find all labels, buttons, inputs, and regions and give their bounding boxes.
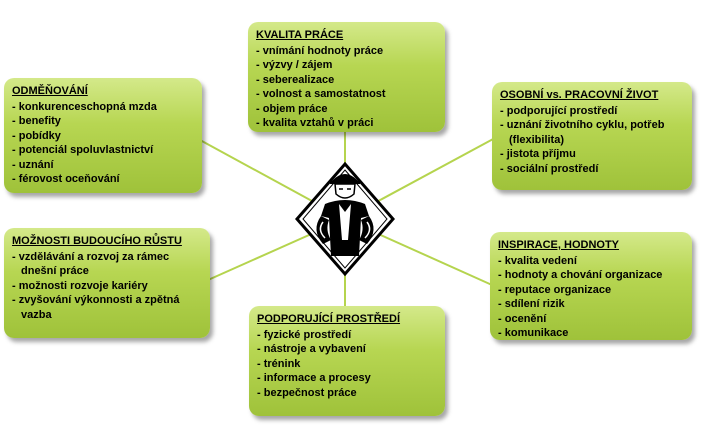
list-item: komunikace (498, 326, 684, 341)
list-item: výzvy / zájem (256, 58, 437, 73)
list-item: jistota příjmu (500, 147, 684, 162)
list-item: nástroje a vybavení (257, 342, 437, 357)
list-item: sociální prostředí (500, 162, 684, 177)
box-title: OSOBNÍ vs. PRACOVNÍ ŽIVOT (500, 89, 659, 101)
list-item: trénink (257, 357, 437, 372)
list-item: bezpečnost práce (257, 386, 437, 401)
list-item: fyzické prostředí (257, 328, 437, 343)
box-item-list: podporující prostředíuznání životního cy… (500, 104, 684, 177)
worker-icon (295, 161, 395, 277)
list-item: sdílení rizik (498, 297, 684, 312)
list-item: konkurenceschopná mzda (12, 100, 194, 115)
box-odmenovani: ODMĚŇOVÁNÍ konkurenceschopná mzdabenefit… (4, 78, 202, 193)
list-item: zvyšování výkonnosti a zpětná vazba (12, 293, 202, 322)
list-item: vzdělávání a rozvoj za rámec dnešní prác… (12, 250, 202, 279)
box-inspirace-hodnoty: INSPIRACE, HODNOTY kvalita vedeníhodnoty… (490, 232, 692, 340)
list-item: seberealizace (256, 73, 437, 88)
list-item: ocenění (498, 312, 684, 327)
box-moznosti-budouciho-rustu: MOŽNOSTI BUDOUCÍHO RŮSTU vzdělávání a ro… (4, 228, 210, 338)
list-item: uznání (12, 158, 194, 173)
list-item: reputace organizace (498, 283, 684, 298)
list-item: informace a procesy (257, 371, 437, 386)
list-item: objem práce (256, 102, 437, 117)
list-item: potenciál spoluvlastnictví (12, 143, 194, 158)
list-item: podporující prostředí (500, 104, 684, 119)
list-item: hodnoty a chování organizace (498, 268, 684, 283)
list-item: možnosti rozvoje kariéry (12, 279, 202, 294)
box-title: PODPORUJÍCÍ PROSTŘEDÍ (257, 313, 401, 325)
list-item: kvalita vztahů v práci (256, 116, 437, 131)
list-item: benefity (12, 114, 194, 129)
box-title: INSPIRACE, HODNOTY (498, 239, 620, 251)
box-item-list: vnímání hodnoty prácevýzvy / zájemsebere… (256, 44, 437, 131)
box-kvalita-prace: KVALITA PRÁCE vnímání hodnoty prácevýzvy… (248, 22, 445, 132)
list-item: férovost oceňování (12, 172, 194, 187)
list-item: pobídky (12, 129, 194, 144)
box-item-list: konkurenceschopná mzdabenefitypobídkypot… (12, 100, 194, 187)
box-title: KVALITA PRÁCE (256, 29, 344, 41)
box-item-list: vzdělávání a rozvoj za rámec dnešní prác… (12, 250, 202, 323)
list-item: vnímání hodnoty práce (256, 44, 437, 59)
box-podporujici-prostredi: PODPORUJÍCÍ PROSTŘEDÍ fyzické prostředín… (249, 306, 445, 416)
box-item-list: fyzické prostředínástroje a vybavenítrén… (257, 328, 437, 401)
box-title: MOŽNOSTI BUDOUCÍHO RŮSTU (12, 235, 182, 247)
box-item-list: kvalita vedeníhodnoty a chování organiza… (498, 254, 684, 341)
list-item: kvalita vedení (498, 254, 684, 269)
box-title: ODMĚŇOVÁNÍ (12, 85, 88, 97)
list-item: uznání životního cyklu, potřeb (flexibil… (500, 118, 684, 147)
list-item: volnost a samostatnost (256, 87, 437, 102)
box-osobni-vs-pracovni-zivot: OSOBNÍ vs. PRACOVNÍ ŽIVOT podporující pr… (492, 82, 692, 190)
